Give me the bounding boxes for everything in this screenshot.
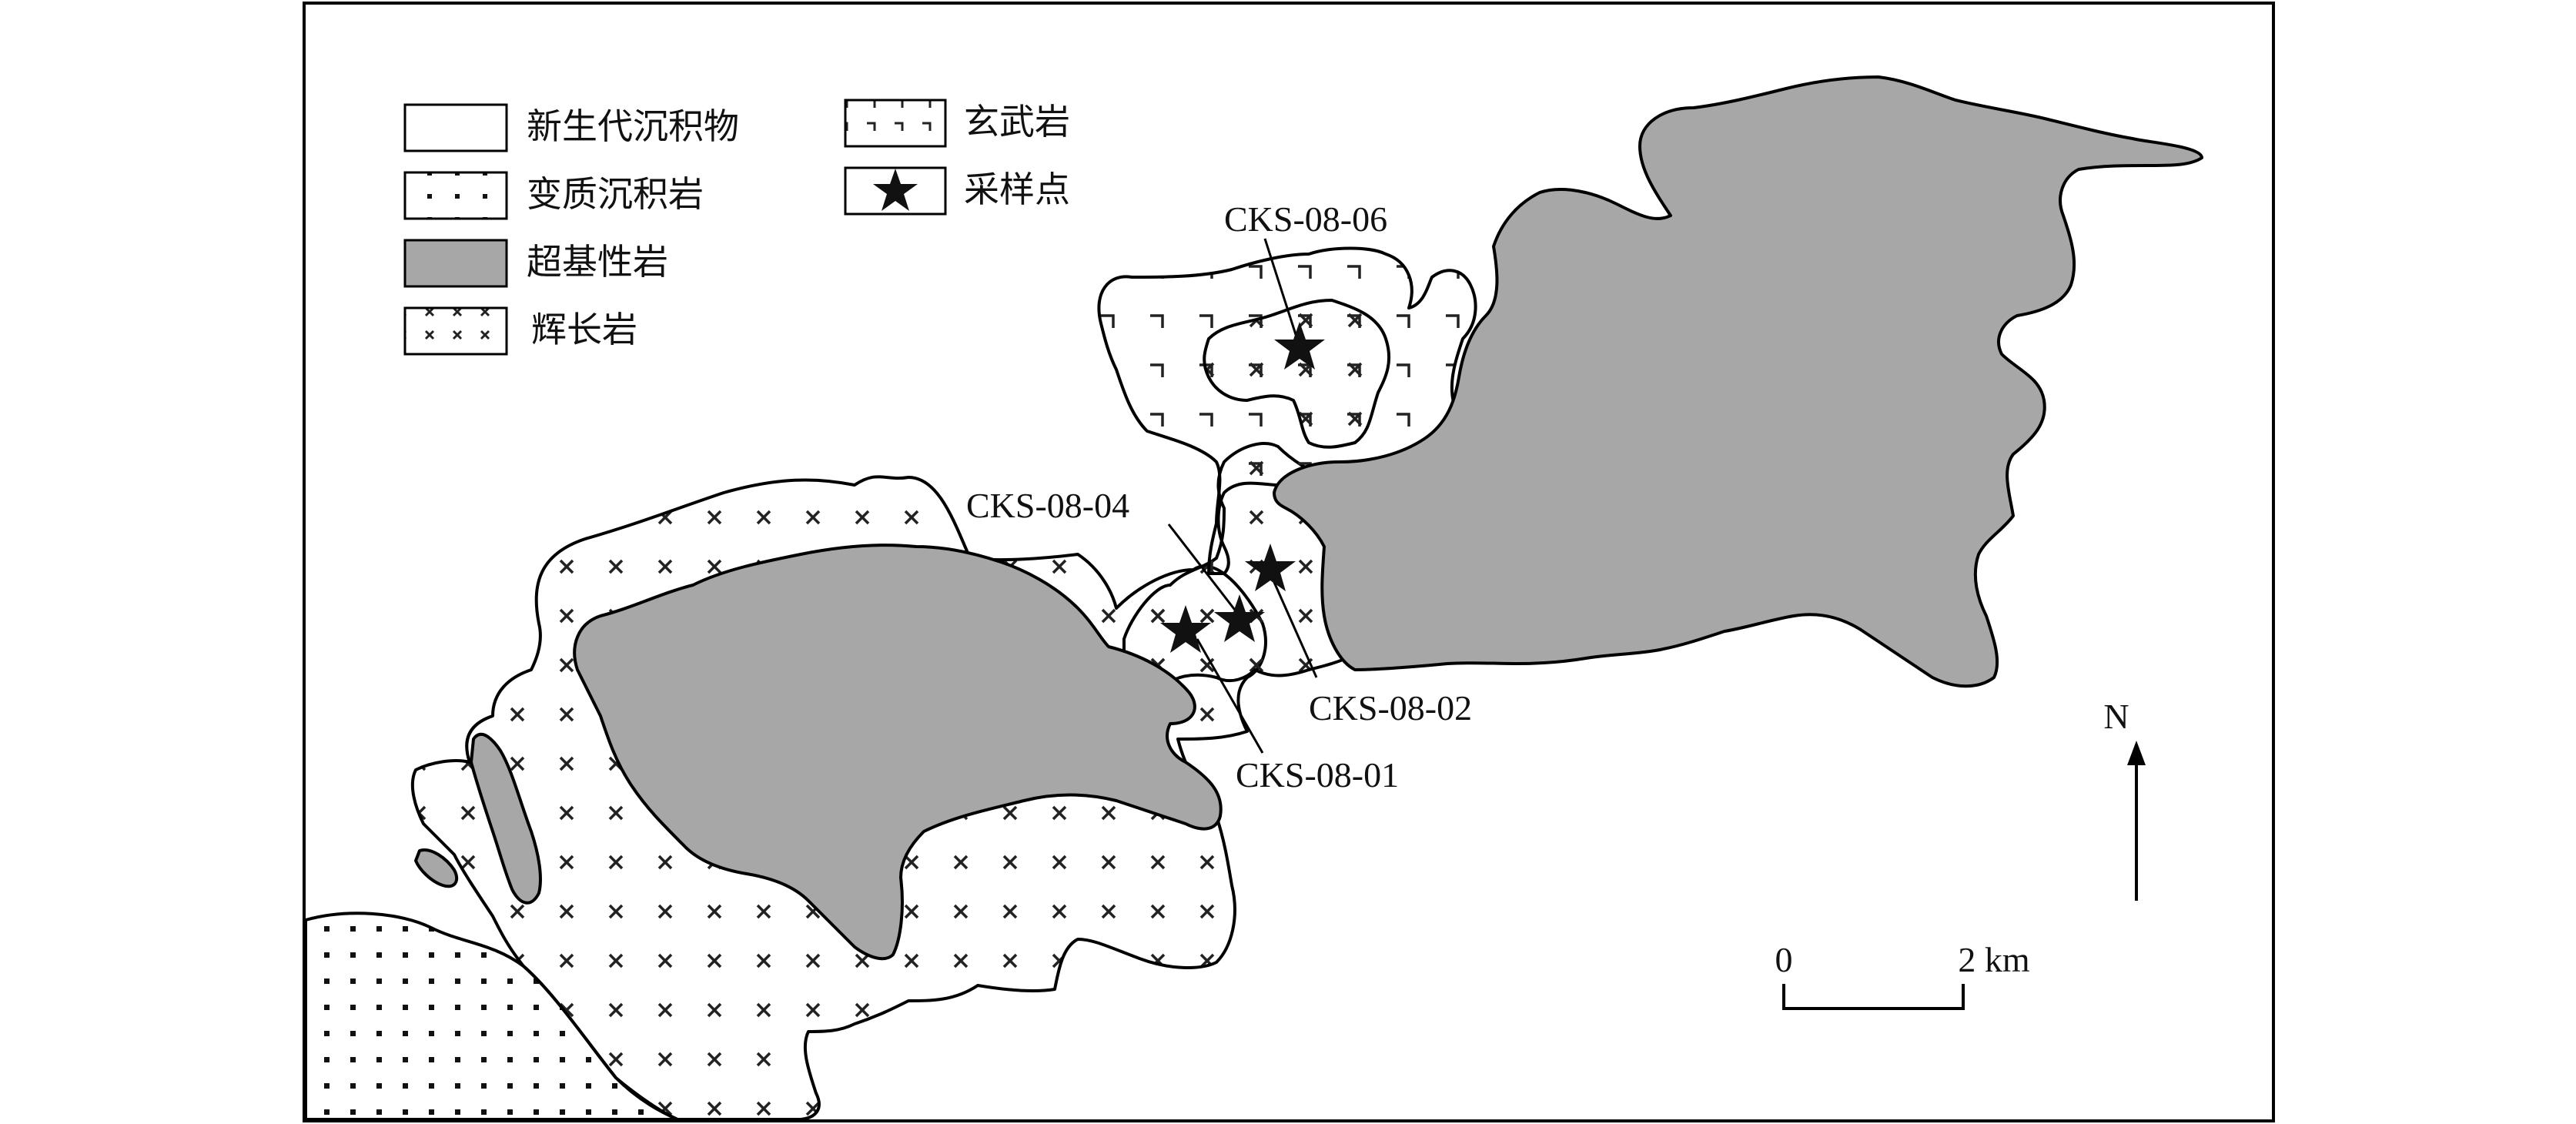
sample-label-cks-08-06: CKS-08-06 (1224, 199, 1387, 239)
scale-bar-end-label: 2 km (1958, 940, 2030, 979)
legend-label-basalt: 玄武岩 (964, 101, 1070, 142)
sample-leader-lines (1167, 238, 1318, 754)
sample-label-cks-08-01: CKS-08-01 (1236, 755, 1399, 794)
legend: 新生代沉积物 变质沉积岩 超基性岩 辉长岩 玄武岩 采样点 (403, 99, 1070, 356)
gabbro-inner-north (1203, 299, 1391, 449)
legend-star-icon (873, 169, 918, 211)
north-arrow: N (2103, 697, 2146, 901)
scale-bar-line (1782, 984, 1965, 1010)
sample-star-cks-08-04 (1214, 594, 1265, 642)
legend-swatch-gabbro (403, 306, 508, 356)
north-arrow-head-icon (2127, 741, 2146, 765)
sample-label-cks-08-04: CKS-08-04 (966, 486, 1129, 525)
ultramafic-body-east (1273, 75, 2203, 688)
legend-swatch-metasediment (403, 171, 508, 220)
legend-label-sample: 采样点 (964, 169, 1070, 210)
legend-label-ultramafic: 超基性岩 (527, 241, 668, 283)
leader-line-cks-08-04 (1167, 524, 1241, 617)
sample-star-cks-08-02 (1245, 544, 1296, 591)
sample-star-cks-08-01 (1160, 605, 1211, 653)
sample-star-cks-08-06 (1274, 322, 1325, 370)
north-arrow-label: N (2103, 697, 2129, 736)
ultramafic-body-west (573, 544, 1223, 961)
legend-label-gabbro: 辉长岩 (531, 309, 637, 350)
leader-line-cks-08-02 (1269, 573, 1318, 678)
legend-swatch-ultramafic (403, 239, 508, 288)
leader-line-cks-08-06 (1263, 238, 1301, 347)
legend-swatch-basalt (844, 99, 947, 148)
ultramafic-body-tiny (414, 848, 459, 888)
sample-label-cks-08-02: CKS-08-02 (1309, 688, 1472, 728)
legend-label-metasediment: 变质沉积岩 (527, 173, 704, 215)
legend-label-cenozoic: 新生代沉积物 (527, 105, 739, 147)
sample-points (1160, 322, 1325, 653)
ultramafic-body-small (470, 732, 542, 905)
scale-bar: 0 2 km (1775, 940, 2030, 1010)
leader-line-cks-08-01 (1196, 638, 1264, 754)
scale-bar-start-label: 0 (1775, 940, 1793, 979)
legend-swatch-cenozoic (403, 103, 508, 152)
